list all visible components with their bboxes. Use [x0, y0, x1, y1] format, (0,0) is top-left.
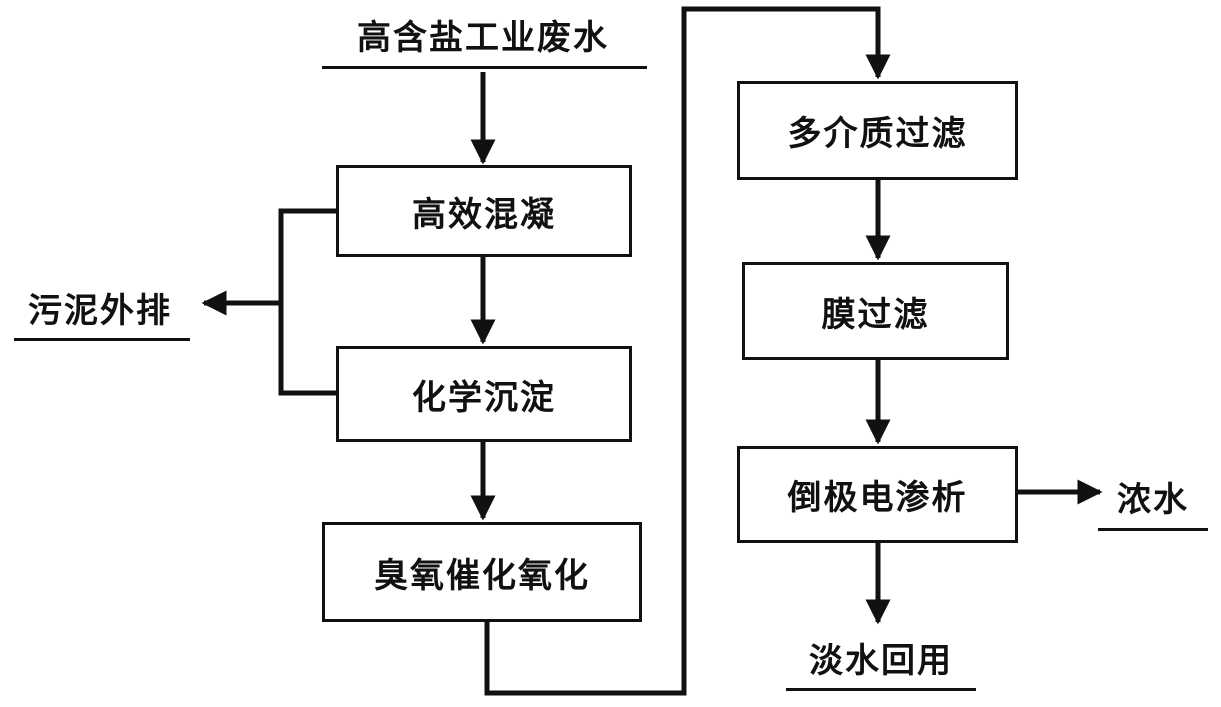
- sludge-bracket-line: [278, 208, 336, 396]
- concentrate-label: 浓水: [1117, 480, 1189, 520]
- multimedia-filter-box: 多介质过滤: [737, 81, 1018, 180]
- ozone-oxidation-box: 臭氧催化氧化: [322, 522, 642, 622]
- concentrate-underline: [1098, 528, 1208, 531]
- input-label: 高含盐工业废水: [357, 18, 609, 58]
- precipitation-box: 化学沉淀: [336, 346, 632, 442]
- sludge-underline: [14, 338, 190, 341]
- membrane-filter-box: 膜过滤: [742, 262, 1009, 360]
- input-underline: [322, 66, 647, 69]
- coagulation-box: 高效混凝: [336, 165, 632, 257]
- arrow-ozone-to-multimedia: [484, 6, 891, 696]
- sludge-label: 污泥外排: [28, 291, 172, 331]
- fresh-water-label: 淡水回用: [809, 641, 953, 681]
- fresh-water-underline: [786, 688, 976, 691]
- edr-box: 倒极电渗析: [737, 446, 1018, 543]
